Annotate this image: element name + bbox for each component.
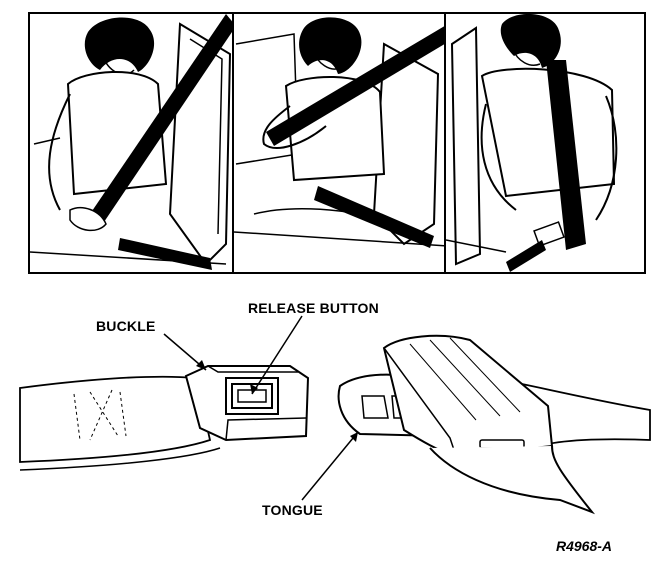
seated-person-routing-belt (234, 17, 444, 248)
figure-id: R4968-A (556, 538, 613, 554)
illustration-panel-3 (444, 12, 646, 274)
buckle-tongue-diagram (19, 315, 651, 515)
illustration-panel-2 (232, 12, 446, 274)
release-button-label: RELEASE BUTTON (248, 300, 379, 316)
seated-person-fastening-buckle (446, 14, 618, 272)
seated-person-pulling-belt (30, 14, 232, 270)
illustration-panel-1 (28, 12, 234, 274)
buckle-belt-webbing (19, 375, 212, 463)
tongue-label: TONGUE (262, 502, 323, 518)
release-button-leader (251, 315, 303, 395)
tongue (337, 334, 596, 515)
buckle (184, 365, 310, 442)
tongue-leader (301, 431, 359, 501)
buckle-label: BUCKLE (96, 318, 156, 334)
